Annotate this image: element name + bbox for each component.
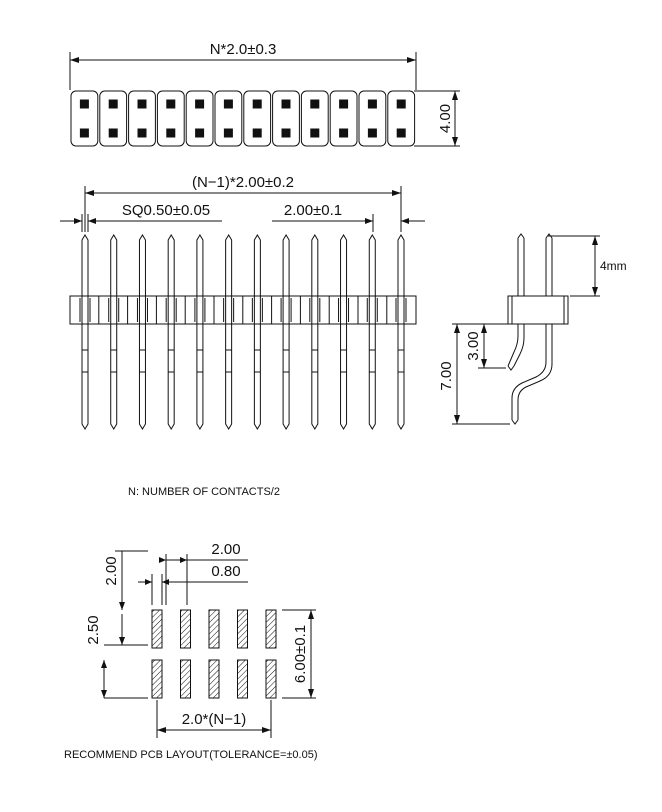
- pcb-pad: [265, 659, 277, 699]
- contact-hole: [310, 99, 320, 109]
- pin: [81, 234, 89, 430]
- contact-hole: [79, 99, 89, 109]
- contact-hole: [339, 128, 349, 138]
- pcb-pad: [265, 609, 277, 649]
- contact-cell: [128, 90, 156, 147]
- contact-hole: [137, 99, 147, 109]
- top-view: [69, 52, 460, 147]
- pin: [225, 234, 233, 430]
- bend-offset-label: 3.00: [465, 331, 482, 360]
- contact-hole: [281, 99, 291, 109]
- contact-hole: [223, 128, 233, 138]
- contact-cell: [214, 90, 243, 147]
- row-offset-label: 2.50: [85, 615, 102, 644]
- contact-hole: [195, 99, 205, 109]
- front-view: [60, 186, 425, 430]
- dimension-arrows: [101, 637, 125, 698]
- pin: [340, 234, 348, 430]
- pin: [110, 234, 118, 430]
- pcb-pad: [237, 609, 248, 649]
- contact-hole: [166, 128, 176, 138]
- contact-hole: [137, 128, 147, 138]
- contact-hole: [339, 99, 349, 109]
- pcb-pad: [151, 659, 163, 699]
- contact-cell: [185, 90, 214, 147]
- pin: [138, 234, 146, 430]
- dimension-arrows: [74, 218, 96, 224]
- pcb-pad: [208, 609, 220, 649]
- contact-hole: [367, 128, 377, 138]
- pitch-span-label: (N−1)*2.00±0.2: [192, 174, 294, 191]
- contact-cell: [358, 90, 387, 147]
- dimension-arrows: [365, 218, 409, 224]
- side-view: [452, 233, 600, 425]
- contact-hole: [396, 99, 406, 109]
- pin: [368, 234, 376, 430]
- lower-pin-long: [511, 324, 553, 420]
- side-housing: [507, 295, 569, 325]
- pin: [167, 234, 175, 430]
- upper-pin-right: [545, 233, 553, 296]
- contact-hole: [252, 99, 262, 109]
- pcb-pad: [151, 609, 163, 649]
- pcb-pad: [180, 609, 191, 649]
- contact-cell: [70, 90, 99, 147]
- dimension-arrows: [119, 602, 125, 610]
- contact-cell: [300, 90, 329, 147]
- contact-hole: [195, 128, 205, 138]
- dimension-arrows: [145, 579, 169, 585]
- pcb-pad: [208, 659, 220, 699]
- contacts-note: N: NUMBER OF CONTACTS/2: [128, 486, 280, 498]
- pcb-pitch-label: 2.00: [211, 541, 240, 558]
- pad-grid: [151, 609, 277, 699]
- pin-tip: [507, 365, 515, 371]
- contact-cell: [99, 90, 128, 147]
- pin: [282, 234, 290, 430]
- contact-hole: [367, 99, 377, 109]
- dimension-arrows: [159, 557, 187, 563]
- contact-cell: [243, 90, 272, 147]
- contact-hole: [396, 128, 406, 138]
- contact-hole: [310, 128, 320, 138]
- contact-cell: [387, 90, 416, 147]
- contact-cell: [329, 90, 358, 147]
- contact-hole: [108, 128, 118, 138]
- contact-cell: [156, 90, 185, 147]
- contact-hole: [166, 99, 176, 109]
- contact-cell: [272, 90, 300, 147]
- row-span-label: 6.00±0.1: [292, 625, 309, 683]
- pin: [397, 234, 405, 430]
- contact-hole: [281, 128, 291, 138]
- pcb-length-label: 2.0*(N−1): [182, 711, 247, 728]
- pitch-label: 2.00±0.1: [284, 202, 342, 219]
- contact-hole: [252, 128, 262, 138]
- upper-pin-left: [517, 233, 525, 296]
- dimension-arrows: [308, 610, 314, 698]
- height-label: 4.00: [437, 104, 454, 133]
- top-view-body: [70, 90, 416, 147]
- pin-tip: [511, 419, 519, 425]
- below-length-label: 7.00: [438, 361, 455, 390]
- pin-square-label: SQ0.50±0.05: [122, 202, 210, 219]
- pad-width-label: 0.80: [211, 563, 240, 580]
- pcb-layout-title: RECOMMEND PCB LAYOUT(TOLERANCE=±0.05): [64, 749, 318, 761]
- pcb-pad: [180, 659, 191, 699]
- pin: [311, 234, 319, 430]
- overall-length-label: N*2.0±0.3: [210, 41, 277, 58]
- pin: [196, 234, 204, 430]
- pcb-layout: [101, 550, 316, 738]
- lower-pin-short: [507, 324, 525, 367]
- contact-hole: [108, 99, 118, 109]
- contact-hole: [79, 128, 89, 138]
- top-offset-label: 2.00: [103, 556, 120, 585]
- pcb-pad: [237, 659, 248, 699]
- dimension-arrows: [481, 324, 487, 368]
- pin: [253, 234, 261, 430]
- pin-row: [79, 234, 407, 430]
- above-length-label: 4mm: [600, 259, 627, 273]
- contact-hole: [223, 99, 233, 109]
